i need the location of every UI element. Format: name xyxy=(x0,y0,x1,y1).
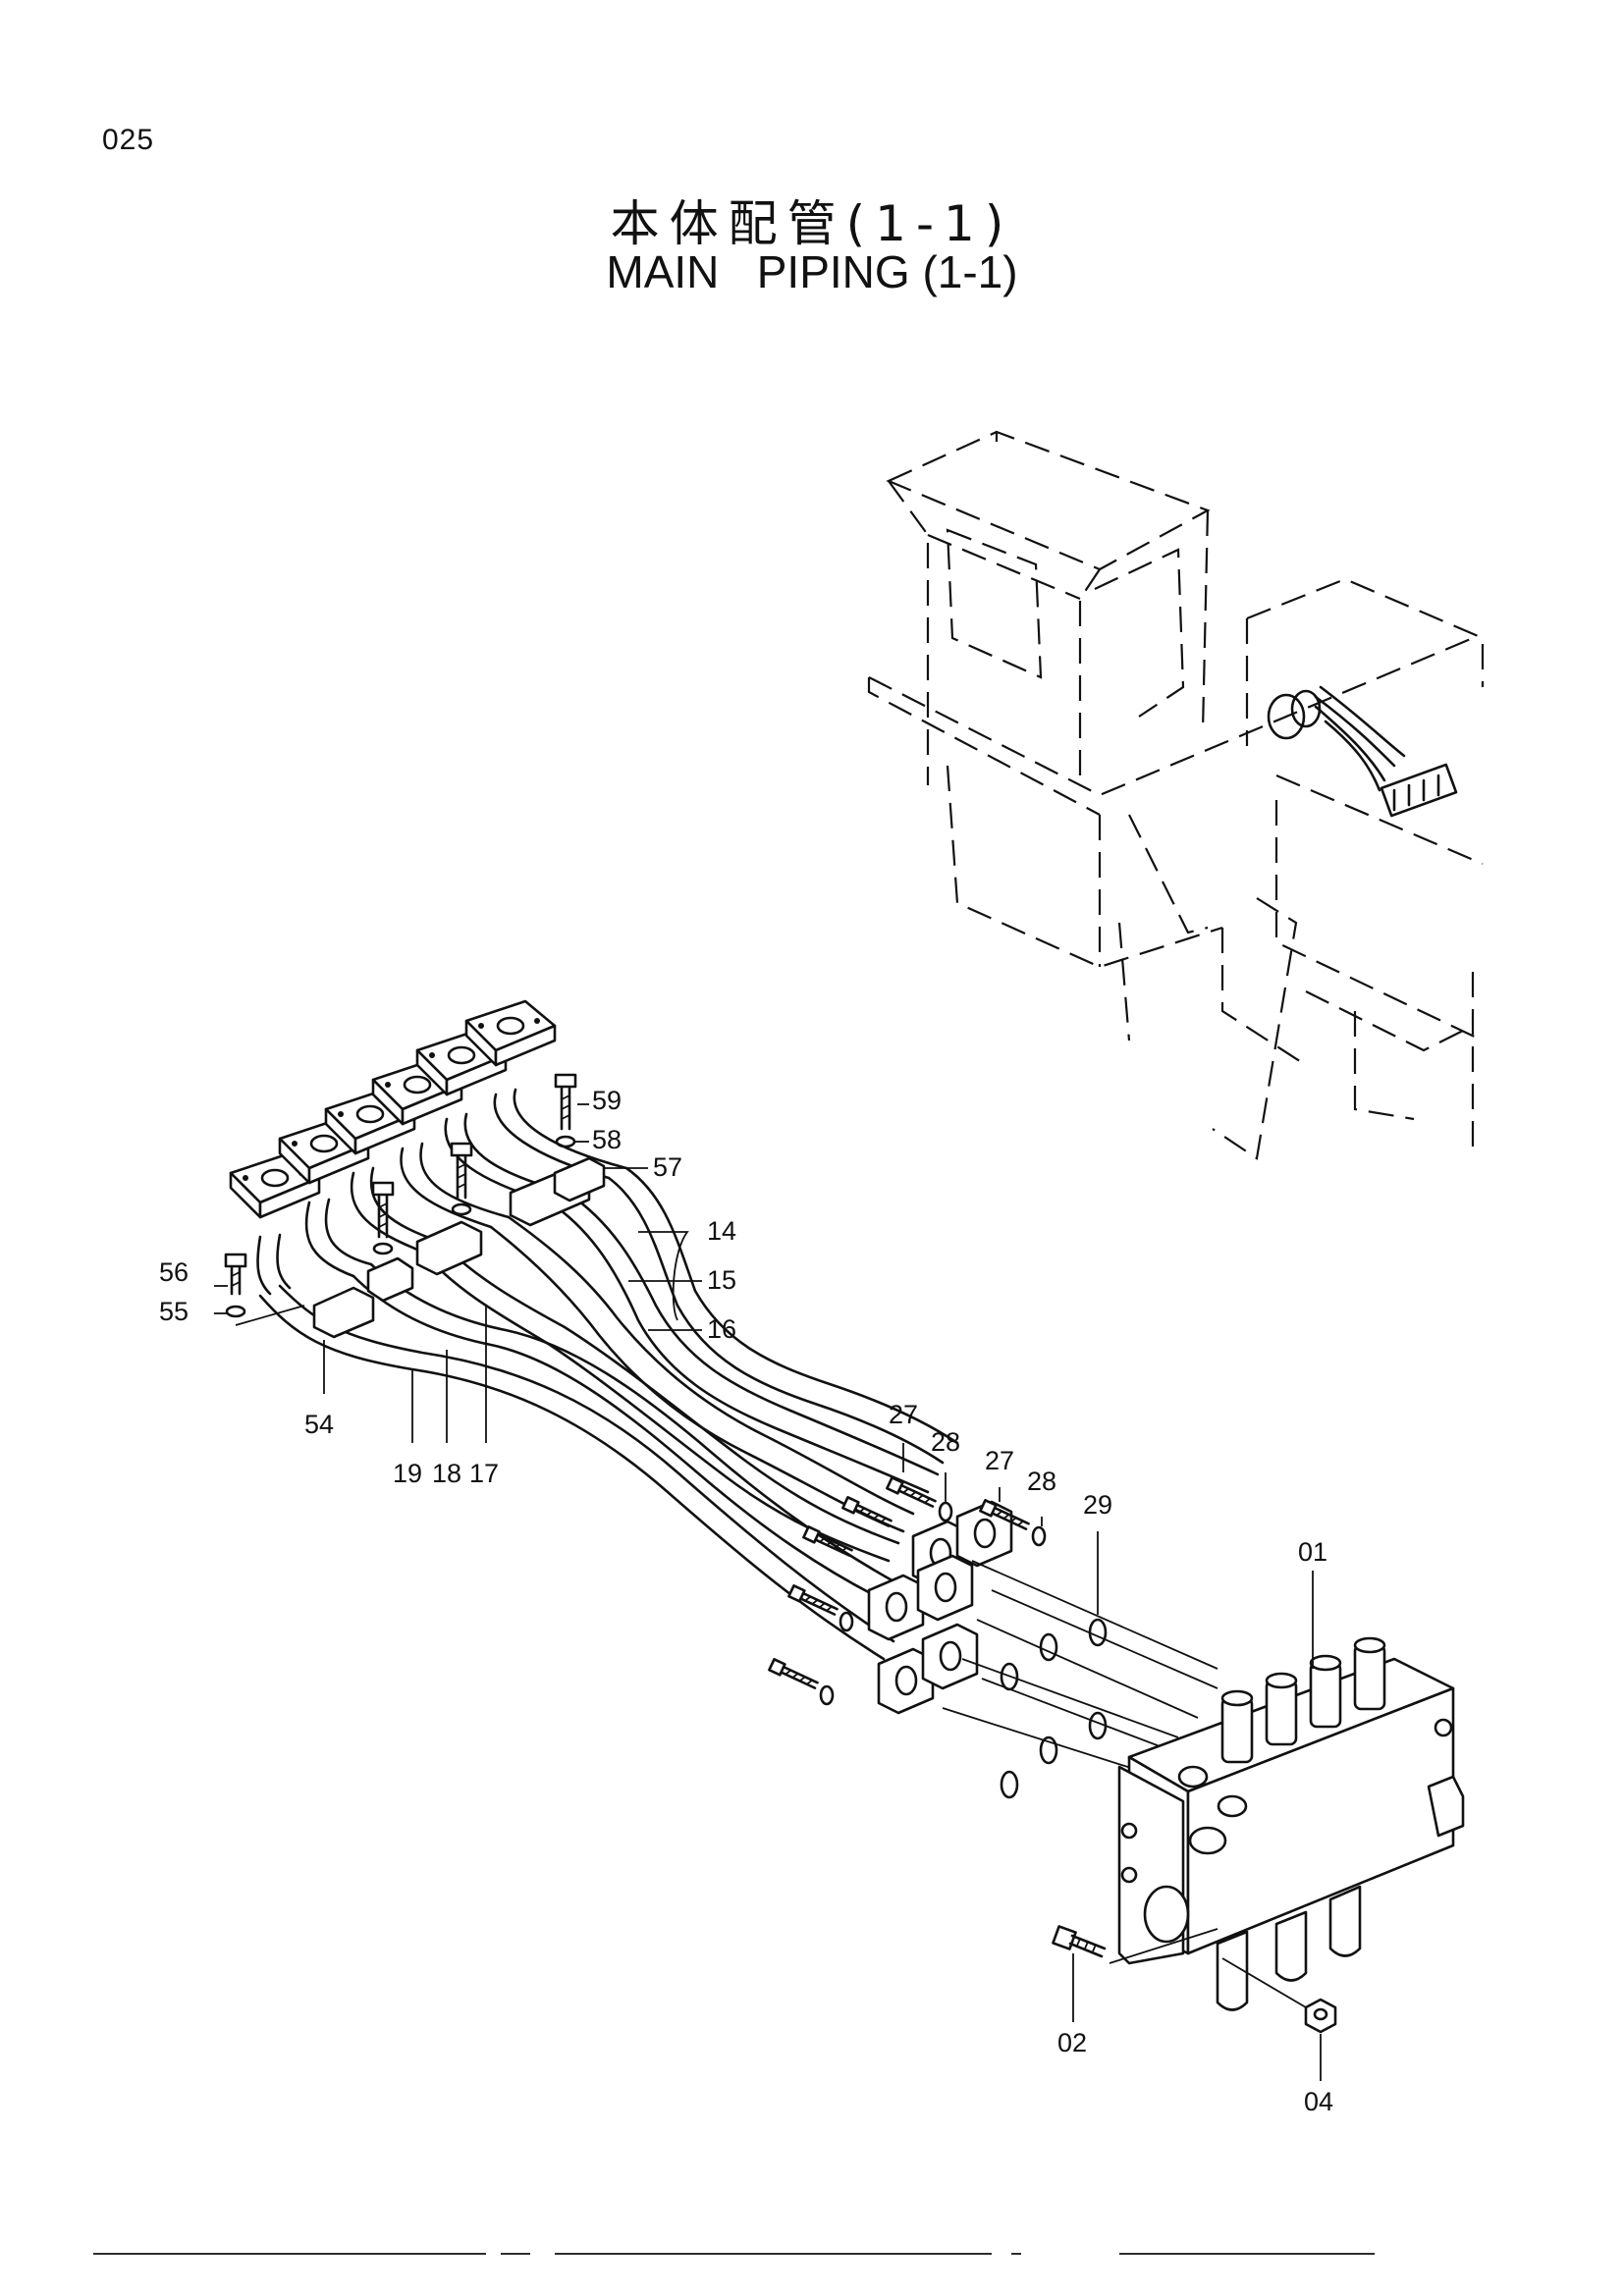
callout-57: 57 xyxy=(653,1152,682,1182)
callout-01: 01 xyxy=(1298,1537,1327,1567)
callout-29: 29 xyxy=(1083,1490,1112,1520)
callout-04: 04 xyxy=(1304,2087,1333,2116)
callout-17: 17 xyxy=(469,1459,499,1488)
mounting-nut xyxy=(1221,1957,1337,2034)
mounting-bolt xyxy=(1052,1925,1218,1964)
callout-14: 14 xyxy=(707,1216,736,1246)
callout-27-left: 27 xyxy=(889,1400,918,1429)
callout-02: 02 xyxy=(1057,2028,1087,2057)
pipe-end-flanges xyxy=(867,1500,1013,1715)
flange-3 xyxy=(324,1088,416,1155)
o-rings xyxy=(942,1560,1218,1799)
top-flanges xyxy=(229,999,557,1219)
callout-28-left: 28 xyxy=(931,1427,960,1457)
clamps xyxy=(312,1156,606,1339)
title-japanese: 本体配管(1-1) xyxy=(610,195,1014,252)
callout-labels: 59 58 57 14 15 16 56 55 54 19 18 17 27 2… xyxy=(159,1086,1333,2116)
callout-18: 18 xyxy=(432,1459,461,1488)
callout-27-right: 27 xyxy=(985,1446,1014,1475)
control-valve xyxy=(1117,1636,1465,2011)
callout-15: 15 xyxy=(707,1265,736,1295)
leader-lines xyxy=(214,1103,1322,2081)
flange-1 xyxy=(229,1151,321,1219)
callout-16: 16 xyxy=(707,1314,736,1344)
callout-55: 55 xyxy=(159,1297,189,1326)
title-english: MAIN PIPING (1-1) xyxy=(606,246,1018,297)
clamp-bolts xyxy=(224,1073,577,1318)
callout-19: 19 xyxy=(393,1459,422,1488)
page-number: 025 xyxy=(102,124,155,156)
callout-59: 59 xyxy=(592,1086,622,1115)
callout-54: 54 xyxy=(304,1410,334,1439)
callout-56: 56 xyxy=(159,1257,189,1287)
pipe-bundle xyxy=(256,1088,959,1661)
callout-58: 58 xyxy=(592,1125,622,1154)
callout-28-right: 28 xyxy=(1027,1467,1056,1496)
flange-6 xyxy=(464,999,557,1067)
engine-bay-detail xyxy=(1267,685,1458,818)
flange-bolts xyxy=(768,1476,1047,1706)
machine-outline xyxy=(867,430,1485,1160)
